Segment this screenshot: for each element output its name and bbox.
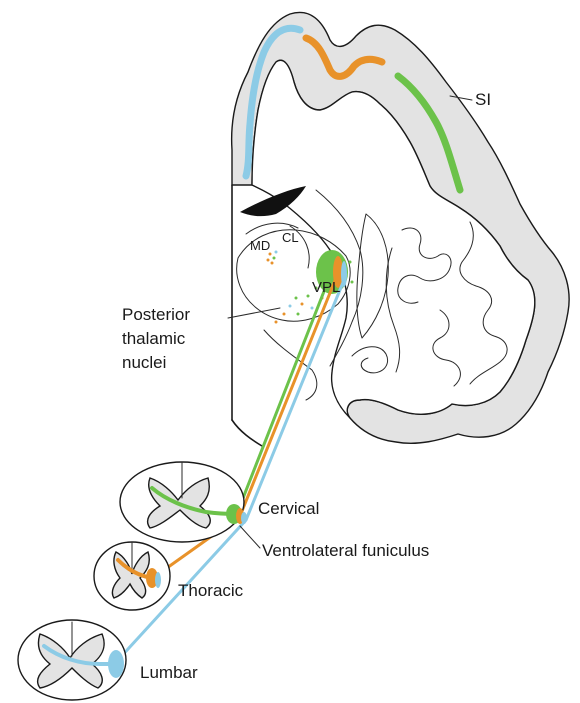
- label-thoracic: Thoracic: [178, 581, 244, 600]
- label-si: SI: [475, 90, 491, 109]
- posterior-leader: [228, 308, 280, 318]
- label-md: MD: [250, 238, 270, 253]
- cervical-section: [120, 462, 247, 542]
- cervical-vlf-blue: [241, 512, 247, 524]
- vlf-leader: [240, 526, 260, 548]
- label-posterior-1: Posterior: [122, 305, 190, 324]
- label-cl: CL: [282, 230, 299, 245]
- lumbar-vlf-blue: [108, 650, 124, 678]
- label-vpl: VPL: [312, 279, 340, 296]
- label-cervical: Cervical: [258, 499, 319, 518]
- brainstem-edge: [232, 420, 262, 446]
- lumbar-section: [18, 620, 126, 700]
- label-posterior-2: thalamic: [122, 329, 186, 348]
- tract-cervical: [236, 276, 330, 516]
- thoracic-section: [94, 542, 170, 610]
- label-lumbar: Lumbar: [140, 663, 198, 682]
- label-posterior-3: nuclei: [122, 353, 166, 372]
- label-ventrolateral: Ventrolateral funiculus: [262, 541, 429, 560]
- thoracic-vlf-blue: [155, 572, 161, 588]
